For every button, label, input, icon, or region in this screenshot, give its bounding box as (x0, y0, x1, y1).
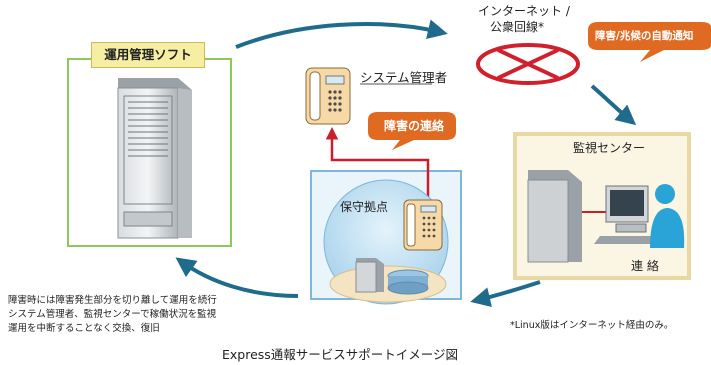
description-line: システム管理者、監視センターで稼働状況を監視 (8, 309, 217, 320)
diagram-caption: Express通報サービスサポートイメージ図 (222, 347, 459, 362)
arrow-center-to-site (470, 280, 541, 307)
management-software-label: 運用管理ソフト (91, 42, 205, 68)
arrow-site-to-software (175, 257, 299, 298)
arrow-software-to-internet (235, 19, 448, 49)
storage-icon (387, 269, 429, 295)
disconnected-network-icon (476, 43, 580, 85)
internet-label-line2: 公衆回線* (490, 20, 545, 34)
telephone-icon (403, 199, 443, 251)
arrow-internet-to-center (590, 84, 637, 126)
failure-notice-bubble: 障害/兆候の自動通知 (595, 30, 694, 42)
monitoring-center-graphic (527, 170, 685, 263)
description-block: 障害時には障害発生部分を切り離して運用を続行 システム管理者、監視センターで稼働… (8, 294, 217, 336)
maintenance-site-graphic (323, 179, 449, 305)
flow-arrows (175, 19, 637, 307)
contact-label: 連 絡 (631, 259, 659, 273)
server-icon (117, 78, 192, 239)
description-line: 運用を中断することなく交換、復旧 (8, 323, 160, 334)
server-small-icon (355, 258, 384, 293)
maintenance-site-label: 保守拠点 (340, 200, 389, 214)
failure-notice-bubble-shape (588, 22, 711, 62)
person-icon (650, 184, 685, 248)
computer-icon (594, 185, 660, 244)
failure-contact-bubble: 障害の連絡 (384, 119, 445, 133)
sysadmin-label: システム管理者 (360, 70, 448, 85)
failure-contact-bubble-shape (368, 112, 456, 150)
internet-label-line1: インターネット / (478, 4, 570, 18)
server-small-icon (527, 170, 582, 263)
contact-line (325, 127, 430, 200)
telephone-icon (305, 67, 351, 125)
monitoring-center-label: 監視センター (573, 141, 646, 155)
footnote: *Linux版はインターネット経由のみ。 (510, 320, 674, 331)
description-line: 障害時には障害発生部分を切り離して運用を続行 (8, 295, 217, 306)
